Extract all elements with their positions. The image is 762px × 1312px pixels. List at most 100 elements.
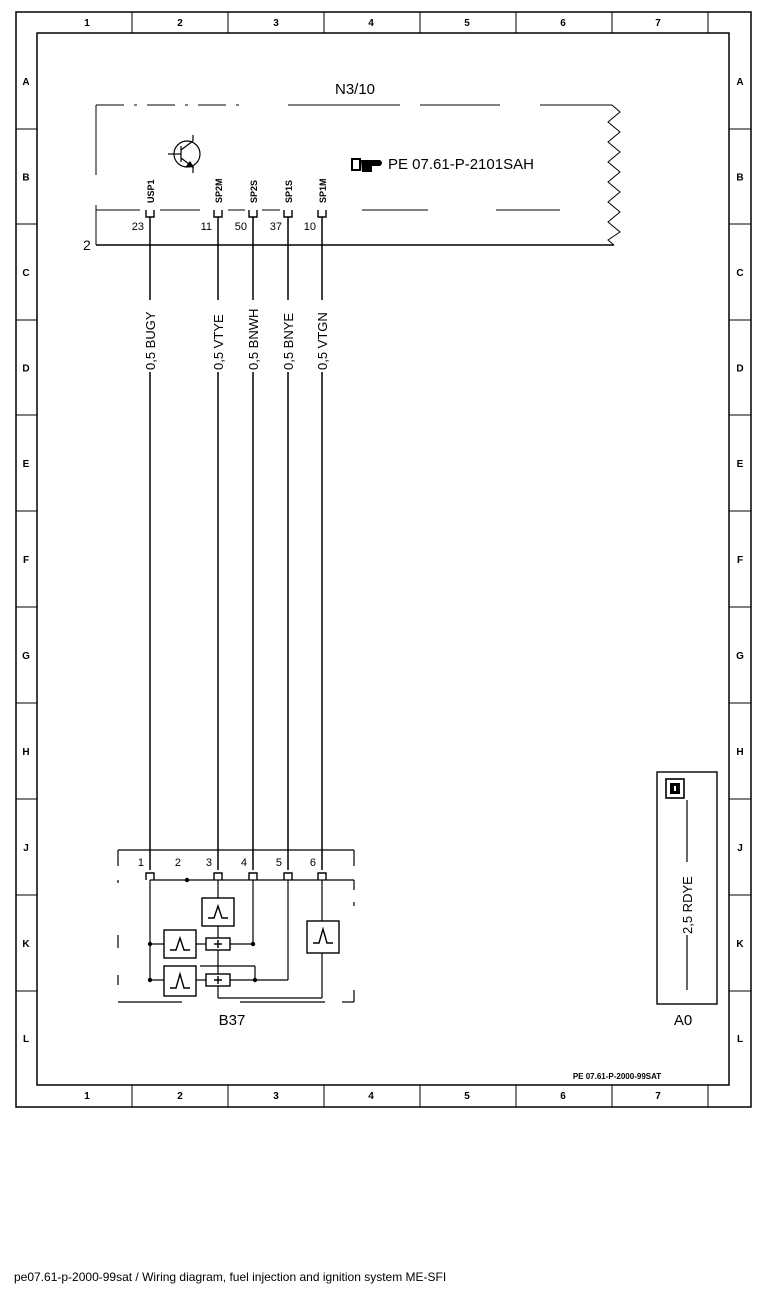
ecu-pin-signal: SP1M [318,178,328,203]
wire-3[interactable]: 0,5 BNWH [246,217,261,870]
frame-column-label-bottom: 3 [273,1091,279,1102]
ecu-pin-50[interactable]: 50 SP2S [235,180,259,233]
frame-row-label-right: D [736,364,743,375]
ecu-n3-10[interactable]: N3/10 2 [83,81,621,253]
sensor-pin-number: 2 [175,857,181,869]
sensor-internal-circuit [149,880,323,999]
frame-column-label-top: 4 [368,18,374,29]
sensor-b37[interactable]: B37 [117,849,355,1029]
frame-column-label-top: 5 [464,18,470,29]
connector-pin-icon [283,210,293,218]
frame-column-label-top: 2 [177,18,183,29]
sensor-pin-number: 1 [138,857,144,869]
sensor-pin-2[interactable]: 2 [175,857,181,869]
sensor-pin-1[interactable]: 1 [138,857,155,880]
frame-row-label-left: C [22,268,29,279]
wire-4[interactable]: 0,5 BNYE [281,217,296,870]
frame-column-label-top: 6 [560,18,566,29]
sensor-pin-number: 6 [310,857,316,869]
sensor-pin-number: 3 [206,857,212,869]
wire-1[interactable]: 0,5 BUGY [143,217,158,870]
sensor-outline [117,849,355,1003]
frame-row-label-left: J [23,843,29,854]
connector-pin-icon [283,872,293,880]
ecu-pin-signal: SP1S [284,180,294,203]
frame-column-label-bottom: 7 [655,1091,661,1102]
ecu-reference: PE 07.61-P-2101SAH [388,156,534,173]
ecu-pin-number: 10 [304,221,316,233]
connector-pin-icon [145,210,155,218]
ecu-pin-number: 37 [270,221,282,233]
frame-column-label-bottom: 1 [84,1091,90,1102]
ecu-name: N3/10 [335,81,375,98]
wire-label: 0,5 BNYE [281,313,296,370]
wire-label: 0,5 VTYE [211,314,226,370]
sensor-pin-4[interactable]: 4 [241,857,258,880]
sensor-pin-6[interactable]: 6 [310,857,327,880]
frame-row-label-left: E [23,459,30,470]
frame-row-label-right: B [736,173,743,184]
connector-pin-icon [317,210,327,218]
frame-row-label-left: K [22,939,30,950]
connector-pin-icon [145,872,155,880]
frame-column-label-top: 1 [84,18,90,29]
ground-info-icon[interactable] [665,778,685,799]
sensor-pin-5[interactable]: 5 [276,857,293,880]
frame-row-label-right: J [737,843,743,854]
frame-column-label-top: 7 [655,18,661,29]
frame-row-label-left: B [22,173,29,184]
ecu-pin-10[interactable]: 10 SP1M [304,178,328,233]
frame-column-label-bottom: 4 [368,1091,374,1102]
ecu-pin-37[interactable]: 37 SP1S [270,180,294,233]
drawing-frame [15,11,752,1108]
frame-row-label-right: H [736,747,743,758]
wire-label: 0,5 BNWH [246,309,261,370]
wire-5[interactable]: 0,5 VTGN [315,217,330,870]
sensor-pins: 1 2 3 4 5 6 [138,857,327,880]
wire-label: 0,5 VTGN [315,312,330,370]
frame-ticks [16,12,751,1107]
sensor-hall-elements [163,897,340,997]
frame-column-label-bottom: 5 [464,1091,470,1102]
wire-label: 0,5 BUGY [143,311,158,370]
ecu-outline [95,104,621,246]
ecu-pin-number: 11 [201,221,212,233]
ecu-pin-signal: SP2M [214,178,224,203]
frame-column-label-top: 3 [273,18,279,29]
diagram-reference: PE 07.61-P-2000-99SAT [573,1072,661,1081]
frame-row-label-right: L [737,1034,743,1045]
connector-pin-icon [213,872,223,880]
connector-pin-icon [248,872,258,880]
sensor-junctions [147,877,258,983]
frame-row-label-right: F [737,555,743,566]
frame-column-label-bottom: 6 [560,1091,566,1102]
reference-pointer-icon[interactable]: PE 07.61-P-2101SAH [351,156,534,173]
ecu-pin-number: 50 [235,221,247,233]
sensor-pin-number: 5 [276,857,282,869]
frame-row-label-left: H [22,747,29,758]
frame-row-label-right: K [736,939,744,950]
wire-2[interactable]: 0,5 VTYE [211,217,226,870]
ecu-pin-signal: SP2S [249,180,259,203]
sensor-pin-3[interactable]: 3 [206,857,223,880]
frame-row-label-left: L [23,1034,29,1045]
frame-row-label-right: C [736,268,743,279]
frame-column-label-bottom: 2 [177,1091,183,1102]
connector-pin-icon [317,872,327,880]
wires: 0,5 BUGY 0,5 VTYE 0,5 BNWH 0,5 BNYE 0,5 VTGN [143,217,330,870]
connector-pin-icon [248,210,258,218]
ecu-ground-number: 2 [83,237,91,253]
ground-wire-label: 2,5 RDYE [680,876,695,934]
ecu-pin-11[interactable]: 11 SP2M [201,178,224,233]
frame-row-label-left: A [22,77,29,88]
connector-pin-icon [213,210,223,218]
frame-row-label-left: G [22,651,30,662]
frame-row-label-right: E [737,459,744,470]
ecu-pin-signal: USP1 [146,179,156,203]
ground-point-a0[interactable]: 2,5 RDYE A0 [656,771,718,1029]
ground-name: A0 [674,1012,692,1029]
frame-row-label-right: G [736,651,744,662]
